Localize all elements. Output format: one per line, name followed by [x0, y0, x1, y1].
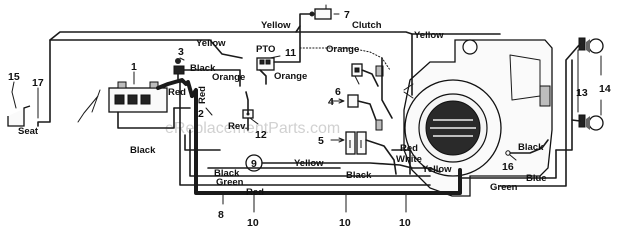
part-number-13: 13 — [576, 87, 588, 99]
leader-lines — [11, 13, 602, 213]
part-numbers: 1 2 3 4 5 6 7 8 9 10 10 10 11 12 13 14 1… — [8, 9, 611, 229]
label-yellow-top: Yellow — [261, 20, 291, 31]
wiring-diagram: eReplacementParts.com — [7, 4, 611, 229]
label-red-battery: Red — [168, 87, 186, 98]
clutch-switch — [309, 4, 332, 20]
part-number-14: 14 — [599, 83, 611, 95]
pto-switch — [256, 57, 275, 71]
battery — [77, 81, 168, 123]
label-green-bottom: Green — [490, 182, 518, 193]
wire-color-labels: Yellow Clutch Yellow Yellow PTO Black Or… — [18, 20, 547, 198]
label-black-solenoid: Black — [190, 63, 216, 74]
label-yellow-mid: Yellow — [196, 38, 226, 49]
solenoid — [173, 58, 185, 75]
label-pto: PTO — [256, 44, 275, 55]
part-number-2: 2 — [198, 108, 204, 120]
label-yellow-lower: Yellow — [294, 158, 324, 169]
label-yellow-engine: Yellow — [422, 164, 452, 175]
part-number-12: 12 — [255, 129, 267, 141]
part-number-8: 8 — [218, 209, 224, 221]
engine — [403, 39, 553, 197]
regulator-6 — [375, 65, 384, 131]
part-number-5: 5 — [318, 135, 324, 147]
part-number-16: 16 — [502, 161, 514, 173]
label-black-bottom-left: Black — [214, 168, 240, 179]
part-number-11: 11 — [285, 47, 296, 59]
label-red-bottom: Red — [246, 187, 264, 198]
part-number-3: 3 — [178, 46, 184, 58]
label-blue: Blue — [526, 173, 547, 184]
part-number-15: 15 — [8, 71, 20, 83]
module-5 — [345, 131, 367, 155]
label-clutch: Clutch — [352, 20, 382, 31]
label-orange-pto: Orange — [274, 71, 307, 82]
part-number-1: 1 — [131, 61, 137, 73]
headlight-lower — [578, 114, 604, 131]
label-orange-right: Orange — [326, 44, 359, 55]
label-orange-left: Orange — [212, 72, 245, 83]
watermark: eReplacementParts.com — [165, 120, 340, 137]
label-black-harness: Black — [518, 142, 544, 153]
part-number-7: 7 — [344, 9, 350, 21]
part-number-6: 6 — [335, 86, 341, 98]
label-black-battery: Black — [130, 145, 156, 156]
label-green-left: Green — [216, 177, 244, 188]
label-white: White — [396, 154, 422, 165]
part-number-9: 9 — [251, 158, 257, 170]
headlight-upper — [578, 37, 604, 54]
part-number-4: 4 — [328, 96, 334, 108]
label-red-switch: Red — [197, 86, 208, 104]
label-red: Red — [400, 143, 418, 154]
part-number-10a: 10 — [247, 217, 259, 229]
label-rev: Rev. — [228, 121, 247, 132]
part-number-10b: 10 — [339, 217, 351, 229]
label-black-right: Black — [346, 170, 372, 181]
seat-switch — [7, 91, 31, 127]
part-number-17: 17 — [32, 77, 44, 89]
part-number-10c: 10 — [399, 217, 411, 229]
label-yellow-top-right: Yellow — [414, 30, 444, 41]
label-seat: Seat — [18, 126, 39, 137]
